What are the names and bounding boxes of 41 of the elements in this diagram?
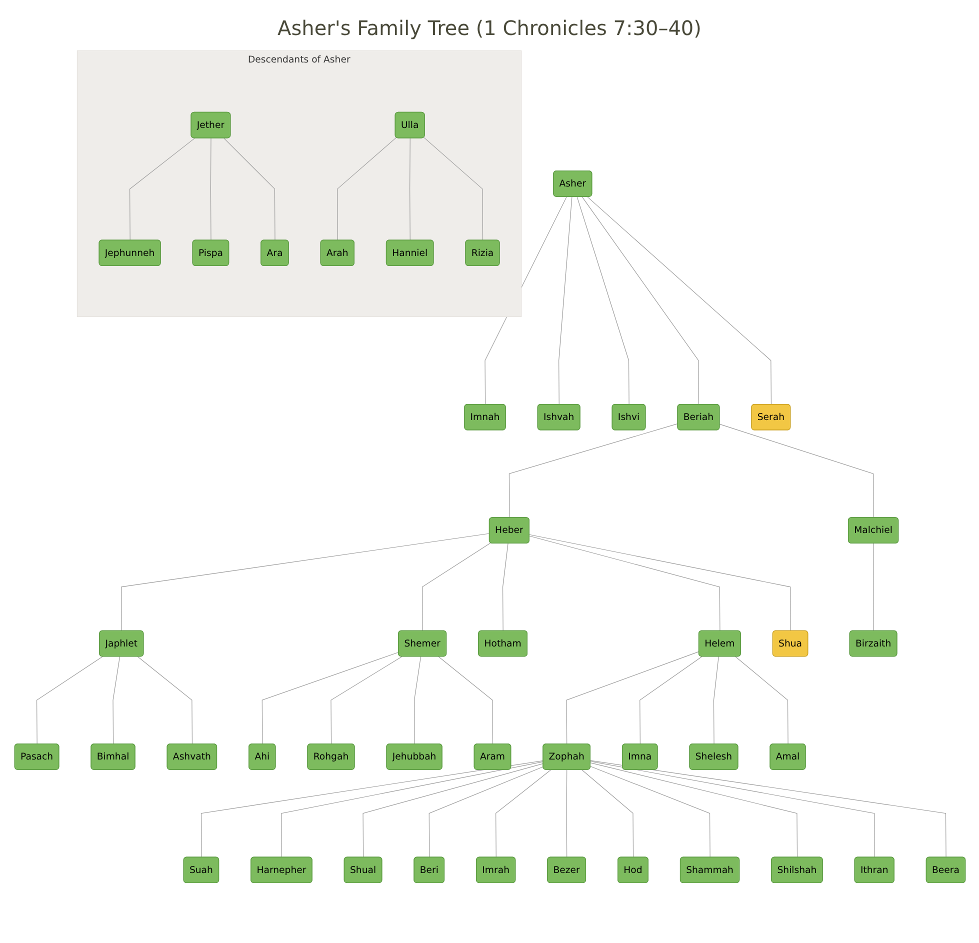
connector [581, 770, 634, 858]
connector [502, 543, 508, 632]
connector [129, 138, 195, 241]
connector [558, 196, 572, 405]
connector [581, 196, 699, 405]
diagram-title: Asher's Family Tree (1 Chronicles 7:30–40) [278, 16, 702, 40]
connector [734, 656, 788, 744]
connector [718, 424, 874, 518]
connector [423, 137, 483, 241]
connector [280, 761, 544, 858]
connector [566, 770, 567, 858]
connector [639, 656, 702, 744]
connector [590, 762, 798, 858]
connector [112, 656, 120, 744]
connector [495, 770, 551, 858]
connector [590, 761, 874, 858]
connector [438, 656, 493, 744]
connector [414, 656, 421, 744]
connector [528, 534, 790, 632]
connector [336, 137, 396, 241]
connector [409, 138, 410, 241]
connector [586, 196, 771, 405]
connector [120, 533, 490, 632]
connector [576, 196, 629, 405]
connector [261, 652, 398, 744]
connector [590, 766, 710, 858]
connector [712, 656, 718, 744]
connector [428, 766, 544, 858]
connector [200, 760, 544, 858]
connector [422, 542, 490, 632]
connector [528, 536, 720, 632]
connector [508, 423, 678, 518]
connector [36, 656, 102, 744]
connector [223, 138, 275, 241]
connector [136, 656, 192, 744]
connector [872, 543, 874, 632]
connector [566, 651, 699, 744]
connector [330, 656, 402, 744]
connector [590, 760, 946, 858]
connector [210, 138, 211, 241]
connector [362, 763, 544, 858]
